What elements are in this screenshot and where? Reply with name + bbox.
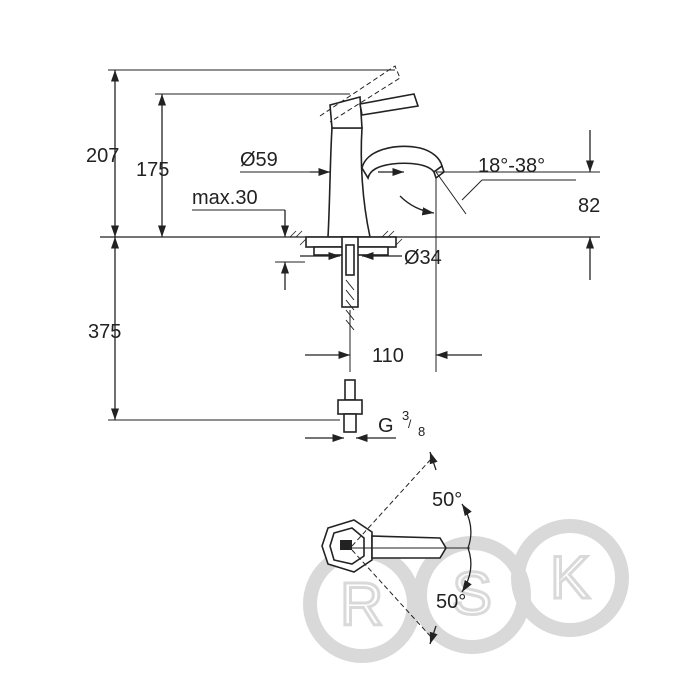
- spout-height-label: 82: [578, 195, 600, 217]
- thread-g-label: G: [378, 415, 394, 437]
- spout-height-dim: [436, 130, 600, 280]
- svg-text:/: /: [408, 417, 412, 431]
- max-thickness-label: max.30: [192, 187, 258, 209]
- max-thickness-dim: [192, 209, 305, 290]
- rotation-upper-label: 50°: [432, 489, 462, 511]
- watermark-letter-k: K: [550, 544, 590, 611]
- watermark-letter-s: S: [452, 560, 492, 627]
- total-height-label: 207: [86, 145, 119, 167]
- rotation-lower-label: 50°: [436, 591, 466, 613]
- hole-diameter-label: Ø34: [404, 247, 442, 269]
- thread-numerator: 3: [402, 408, 409, 423]
- below-counter-label: 375: [88, 321, 121, 343]
- mounting-parts: [289, 230, 403, 433]
- spout-reach-label: 110: [372, 345, 404, 367]
- body-diameter-label: Ø59: [240, 149, 278, 171]
- spout-angle-dim: [378, 167, 576, 216]
- watermark-letter-r: R: [340, 571, 383, 638]
- thread-denominator: 8: [418, 424, 425, 439]
- faucet-top-view: [321, 451, 472, 645]
- spout-reach-dim: [305, 178, 482, 372]
- watermark-logo: R S K: [303, 519, 629, 663]
- handle-height-label: 175: [136, 159, 169, 181]
- faucet-body: [319, 65, 445, 238]
- height-dimensions: [108, 69, 395, 421]
- spout-angle-label: 18°-38°: [478, 155, 545, 177]
